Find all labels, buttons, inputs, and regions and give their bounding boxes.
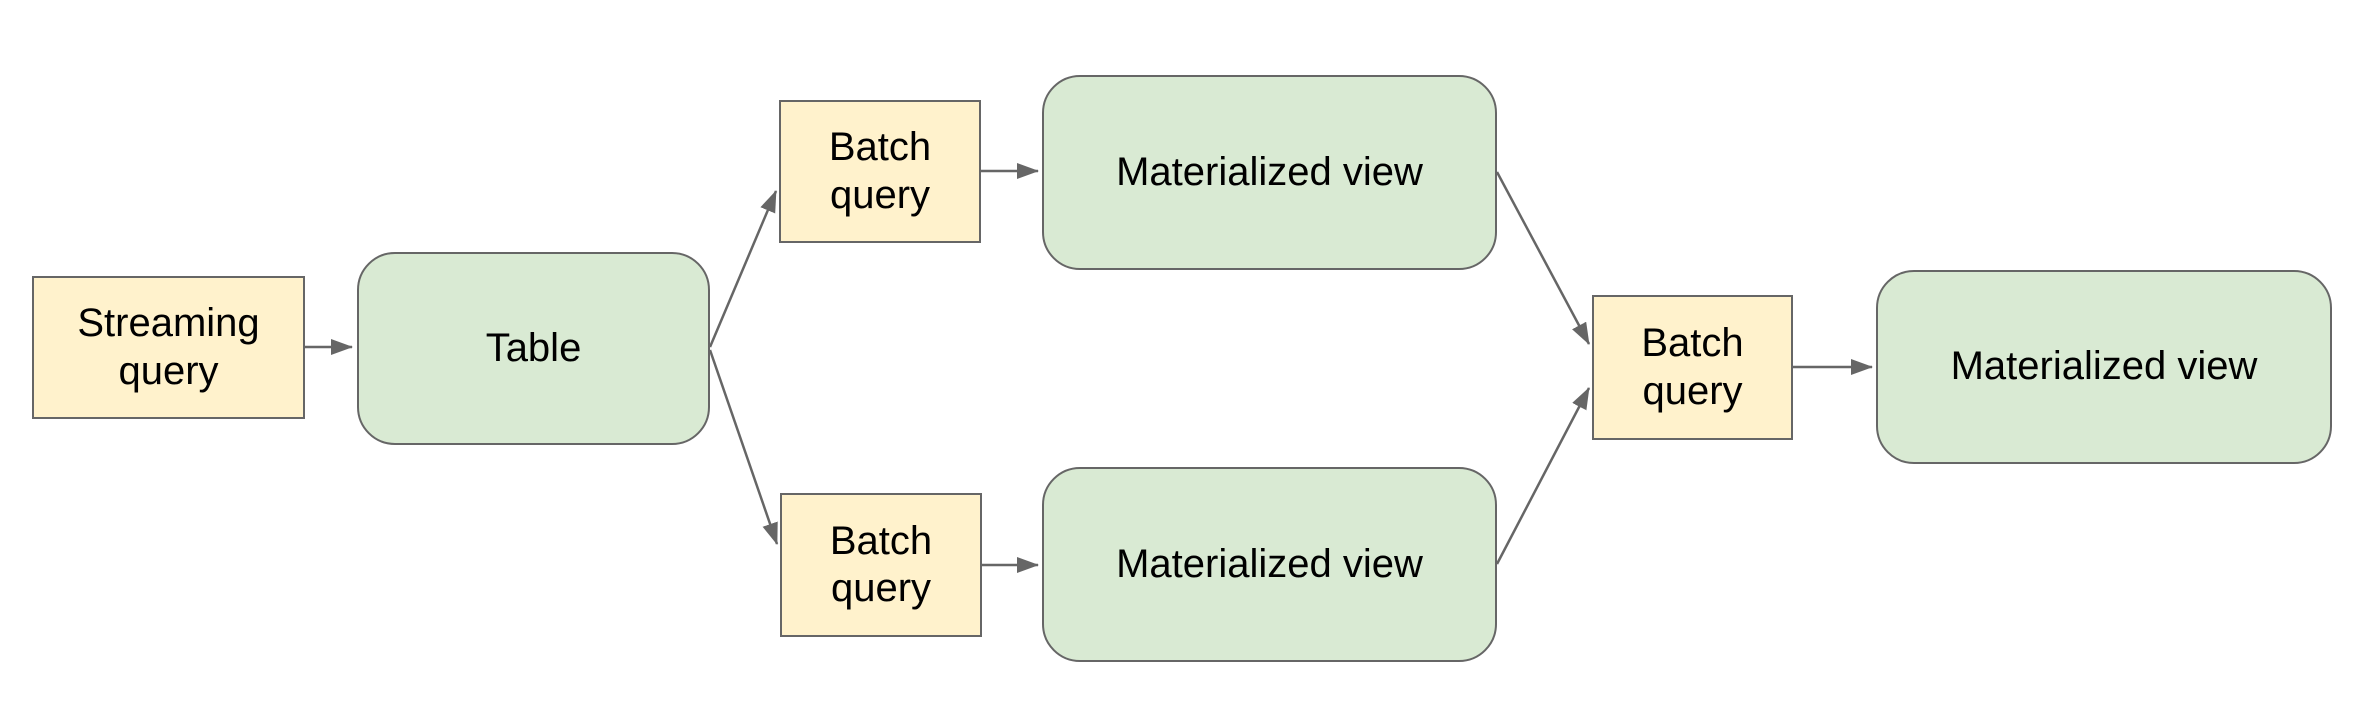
node-table: Table [357, 252, 710, 445]
node-materialized-view-top-label: Materialized view [1116, 149, 1423, 194]
node-batch-query-merge: Batch query [1592, 295, 1793, 440]
node-table-label: Table [485, 325, 582, 370]
node-streaming-query: Streaming query [32, 276, 305, 419]
node-materialized-view-bottom-label: Materialized view [1116, 541, 1423, 586]
node-batch-query-bottom: Batch query [780, 493, 982, 637]
node-materialized-view-final-label: Materialized view [1950, 344, 2258, 389]
edge-materialized-view-top-to-batch-query-merge [1495, 171, 1591, 345]
node-materialized-view-bottom: Materialized view [1042, 467, 1497, 662]
edge-materialized-view-bottom-to-batch-query-merge [1495, 387, 1591, 565]
edge-table-to-batch-query-top [708, 190, 778, 348]
node-materialized-view-top: Materialized view [1042, 75, 1497, 270]
node-batch-query-bottom-label: Batch query [829, 518, 933, 610]
edge-table-to-batch-query-bottom [708, 349, 779, 545]
node-batch-query-top: Batch query [779, 100, 981, 243]
node-batch-query-top-label: Batch query [828, 125, 932, 217]
node-batch-query-merge-label: Batch query [1641, 321, 1744, 413]
node-streaming-query-label: Streaming query [77, 301, 260, 393]
node-materialized-view-final: Materialized view [1876, 270, 2332, 464]
